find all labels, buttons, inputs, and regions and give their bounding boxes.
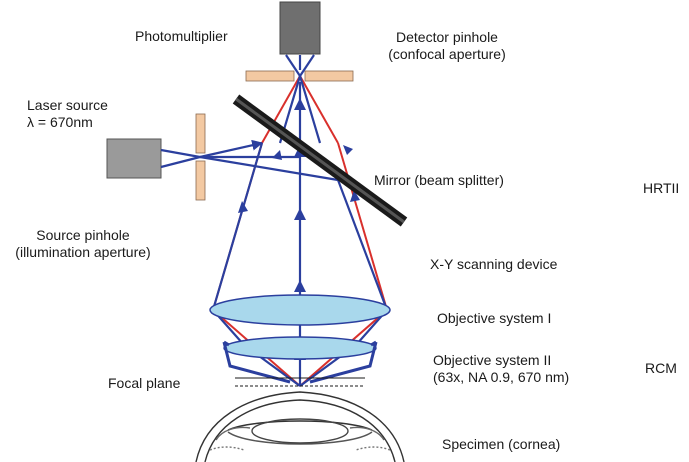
label-mirror: Mirror (beam splitter) (374, 172, 504, 188)
label-xy-scanning: X-Y scanning device (430, 256, 558, 272)
objective-lens-2 (223, 336, 377, 360)
label-objective-1: Objective system I (437, 310, 552, 326)
laser-source-box (106, 138, 162, 179)
label-source-pinhole-line1: Source pinhole (36, 227, 130, 243)
source-pinhole-bottom (195, 160, 206, 201)
eye-specimen (195, 391, 405, 462)
label-laser-source: Laser source λ = 670nm (27, 97, 108, 131)
label-rcm: RCM (645, 360, 677, 376)
label-detector-pinhole-line2: (confocal aperture) (388, 46, 506, 62)
label-hrtii: HRTII (643, 180, 680, 196)
label-objective-2: Objective system II (63x, NA 0.9, 670 nm… (433, 352, 569, 386)
label-specimen: Specimen (cornea) (442, 436, 561, 452)
objective-housing (222, 340, 378, 384)
label-photomultiplier: Photomultiplier (135, 28, 228, 44)
label-objective-2-line1: Objective system II (433, 352, 552, 368)
label-focal-plane: Focal plane (108, 375, 181, 391)
label-laser-line1: Laser source (27, 97, 108, 113)
detector-pinhole-right (304, 70, 354, 82)
photomultiplier-box (279, 1, 321, 55)
label-laser-line2: λ = 670nm (27, 114, 93, 130)
label-detector-pinhole-line1: Detector pinhole (396, 29, 498, 45)
objective-lens-1 (209, 294, 391, 326)
label-detector-pinhole: Detector pinhole (confocal aperture) (372, 29, 522, 63)
axis-arrows (238, 98, 360, 360)
detector-pinhole-left (245, 70, 295, 82)
mirror-beam-splitter (232, 94, 408, 227)
blue-rays (160, 54, 389, 387)
source-pinhole-top (195, 113, 206, 154)
label-source-pinhole: Source pinhole (illumination aperture) (2, 227, 164, 261)
label-source-pinhole-line2: (illumination aperture) (15, 244, 151, 260)
label-objective-2-line2: (63x, NA 0.9, 670 nm) (433, 369, 570, 385)
